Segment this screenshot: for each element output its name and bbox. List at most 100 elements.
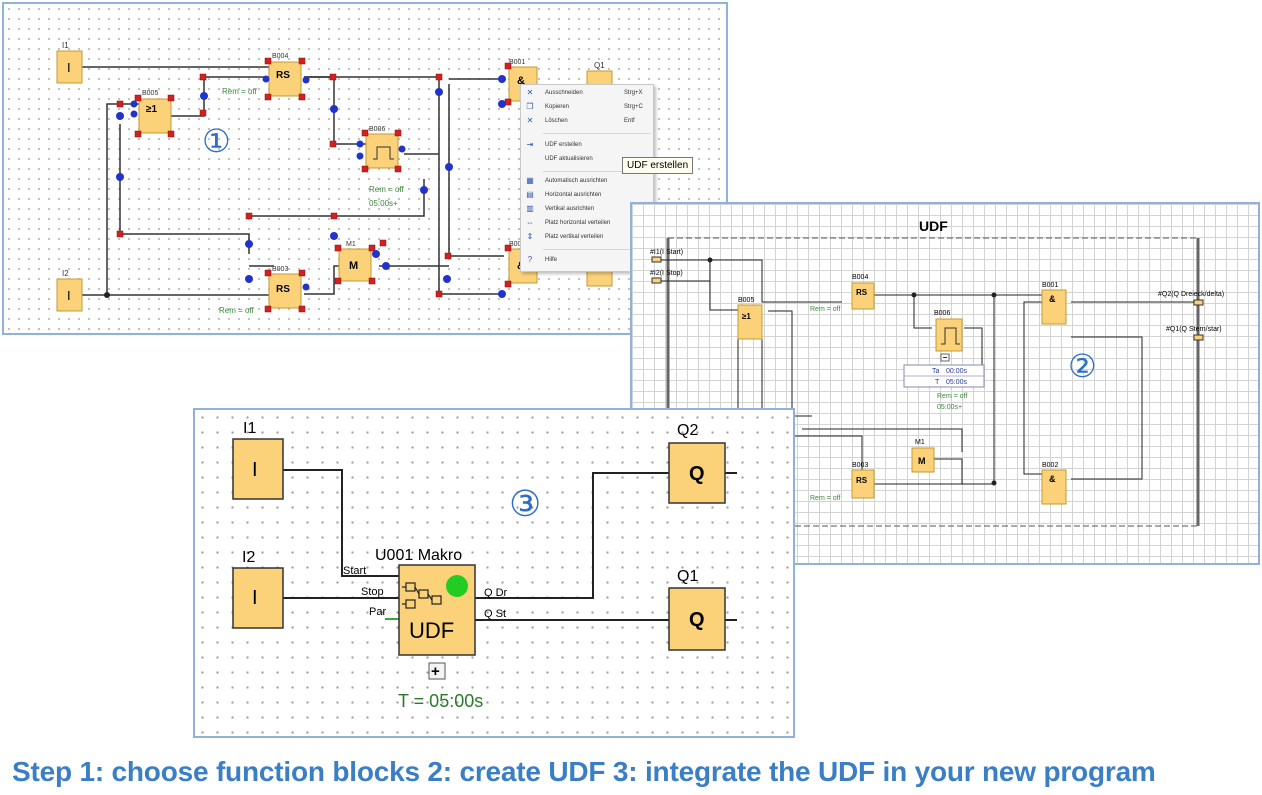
udf-output-label-q1: #Q1(Q Stern/star) [1166,326,1222,333]
block-b005[interactable] [138,98,172,134]
block-b005-id: B005 [142,90,158,97]
udf-block-b002-id: B002 [1042,462,1058,469]
udf-param-ta-name: Ta [932,368,940,375]
input-block-i2-symbol: I [67,288,71,303]
udf-expand-button[interactable] [428,662,446,680]
block-b003-symbol: RS [276,284,290,295]
udf-pin-par: Par [369,606,386,618]
input-label-i2: I2 [62,269,69,278]
input-block-i1[interactable] [56,50,83,84]
plus-icon: + [431,663,440,680]
udf-block-b005[interactable] [737,304,763,340]
udf-param-t-name: T [935,379,940,386]
udf-output-pin-q2[interactable] [1193,299,1204,306]
input-block-i1[interactable] [232,438,284,500]
udf-block-b004-id: B004 [852,274,868,281]
udf-pin-q-dr: Q Dr [484,587,508,599]
panel-new-program: I I1 I I2 Q Q2 Q Q1 U001 Makro UDF Start… [193,408,795,738]
udf-block-b001[interactable] [1041,289,1067,325]
menu-item-distribute-vertical[interactable]: ⇕ Platz vertikal verteilen [521,232,653,243]
block-m1[interactable] [338,248,372,282]
menu-item-delete[interactable]: ✕ Löschen Entf [521,116,653,127]
output-label-q1: Q1 [677,568,698,585]
menu-item-copy-shortcut: Strg+C [624,104,643,110]
udf-block-m1-id: M1 [915,439,925,446]
menu-item-delete-shortcut: Entf [624,118,635,124]
rem-label-b003: Rem = off [219,306,255,315]
menu-item-copy[interactable]: ❐ Kopieren Strg+C [521,102,653,113]
block-b003-id: B003 [272,266,288,273]
output-block-q2[interactable] [668,442,726,504]
menu-item-cut-label: Ausschneiden [545,90,583,96]
menu-item-update-udf[interactable]: UDF aktualisieren [521,154,653,165]
udf-pin-stop: Stop [361,586,384,598]
menu-item-create-udf[interactable]: ⇥ UDF erstellen [521,140,653,151]
step-number-1: ① [202,123,231,159]
junction-dot [104,292,110,298]
input-block-i2[interactable] [232,567,284,629]
udf-output-pin-q1[interactable] [1193,334,1204,341]
block-b001-symbol: & [517,75,525,87]
menu-item-auto-align[interactable]: ▦ Automatisch ausrichten [521,176,653,187]
input-block-i1-symbol: I [67,60,71,75]
caption: Step 1: choose function blocks 2: create… [12,756,1156,787]
menu-separator [543,133,651,134]
menu-item-cut[interactable]: ✕ Ausschneiden Strg+X [521,88,653,99]
udf-block-b003[interactable] [851,469,875,499]
udf-block-b004[interactable] [851,282,875,310]
udf-block-m1-symbol: M [918,456,926,466]
block-b003[interactable] [268,273,302,309]
output-block-q1-symbol: Q [689,609,705,631]
input-block-i2[interactable] [56,278,83,312]
udf-boundary [667,237,1199,527]
status-indicator [446,575,468,597]
udf-block-label: UDF [409,618,454,643]
menu-item-distribute-horizontal[interactable]: ⇔ Platz horizontal verteilen [521,218,653,229]
block-b006[interactable] [365,133,399,169]
menu-item-help[interactable]: ? Hilfe [521,255,653,266]
udf-param-ta-value[interactable]: 00:00s [946,368,968,375]
output-block-q1[interactable] [668,587,726,651]
udf-block-b002[interactable] [1041,469,1067,505]
block-b005-symbol: ≥1 [146,104,157,115]
udf-input-pin-start[interactable] [651,256,662,263]
block-b004-id: B004 [272,53,288,60]
udf-block-title: U001 Makro [375,547,462,564]
block-b004-symbol: RS [276,70,290,81]
menu-separator [543,171,651,172]
new-program-diagram: I I1 I I2 Q Q2 Q Q1 U001 Makro UDF Start… [232,420,737,711]
block-b004[interactable] [268,61,302,97]
block-b002-id: B002 [509,241,525,248]
udf-block-b002-symbol: & [1049,474,1056,484]
udf-input-pin-stop[interactable] [651,277,662,284]
menu-item-create-udf-label: UDF erstellen [545,142,582,148]
block-m1-symbol: M [349,260,358,272]
menu-item-align-vertical[interactable]: ▥ Vertikal ausrichten [521,204,653,215]
udf-block-m1[interactable] [911,447,935,473]
menu-item-auto-align-label: Automatisch ausrichten [545,178,608,184]
udf-output-label-q2: #Q2(Q Dreieck/delta) [1158,291,1224,298]
udf-title: UDF [919,218,948,234]
udf-timer-value: 05:00s+ [937,404,962,411]
output-label-q2: Q2 [677,422,698,439]
rem-label-b004: Rem = off [222,87,258,96]
input-block-i2-symbol: I [252,587,258,609]
udf-param-t-value[interactable]: 05:00s [946,379,968,386]
udf-rem-label-b006: Rem = off [937,393,967,400]
timer-value-b006: 05:00s+ [369,199,398,208]
udf-block-b005-symbol: ≥1 [742,312,751,321]
create-udf-tooltip: UDF erstellen [622,157,694,174]
align-horizontal-icon: ▤ [526,190,534,199]
udf-rem-label-b003: Rem = off [810,495,840,502]
step-number-3: ③ [509,483,541,524]
cut-icon: ✕ [526,88,534,97]
udf-block-b006[interactable] [935,318,963,352]
udf-block-b003-id: B003 [852,462,868,469]
block-b006-id: B006 [369,126,385,133]
udf-pin-q-st: Q St [484,608,506,620]
udf-input-label-start: #I1(I Start) [650,249,683,256]
menu-item-update-udf-label: UDF aktualisieren [545,156,593,162]
input-block-i1-symbol: I [252,459,258,481]
menu-item-align-horizontal[interactable]: ▤ Horizontal ausrichten [521,190,653,201]
menu-separator [543,249,651,250]
